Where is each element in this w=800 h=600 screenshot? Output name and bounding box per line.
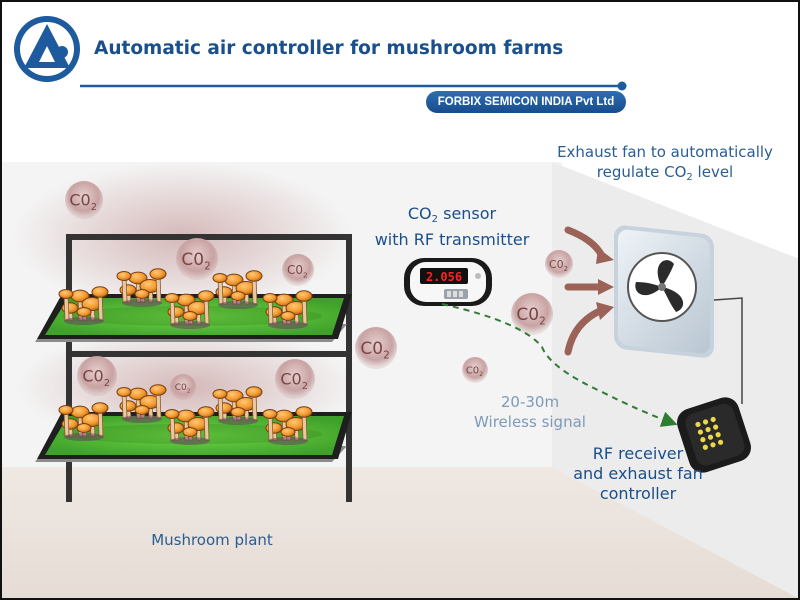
header-underline-dot xyxy=(617,81,627,91)
distance-label: 20-30m xyxy=(500,393,560,411)
shelf-frame xyxy=(66,234,352,502)
wireless-signal-label: Wireless signal xyxy=(474,413,586,431)
mushroom-clusters xyxy=(58,268,313,445)
mushroom-cluster xyxy=(164,290,215,329)
co2-bubble-subscript: 2 xyxy=(204,262,210,273)
receiver-label-line3: controller xyxy=(599,484,677,503)
mushroom-cluster xyxy=(262,406,313,445)
co2-bubble-subscript: 2 xyxy=(479,371,483,378)
receiver-led xyxy=(715,432,721,438)
co2-bubble-subscript: 2 xyxy=(303,270,308,279)
mushroom-cluster xyxy=(58,286,109,325)
exhaust-fan-label: Exhaust fan to automatically regulate CO… xyxy=(542,142,788,188)
co2-bubble-label: C0 xyxy=(181,250,204,270)
company-name-badge: FORBIX SEMICON INDIA Pvt Ltd xyxy=(426,91,626,113)
co2-sensor-device xyxy=(404,258,492,306)
receiver-led xyxy=(695,421,701,428)
sensor-reading: 2.056 xyxy=(426,270,462,284)
receiver-label-line2: and exhaust fan xyxy=(573,464,703,483)
co2-bubble-label: C0 xyxy=(280,370,301,389)
co2-bubble-subscript: 2 xyxy=(91,202,97,213)
receiver-led xyxy=(697,429,704,435)
receiver-led xyxy=(705,426,711,433)
mushroom-cluster xyxy=(212,386,263,425)
receiver-led xyxy=(717,439,724,445)
co2-bubble-label: C0 xyxy=(549,258,564,271)
receiver-led xyxy=(700,437,706,443)
exhaust-fan-label-line2: regulate CO2 level xyxy=(596,163,734,183)
receiver-led xyxy=(713,424,719,430)
receiver-led xyxy=(702,419,709,425)
co2-bubble-label: C0 xyxy=(69,191,90,210)
sensor-label: CO2 sensor with RF transmitter xyxy=(352,204,552,250)
co2-bubble-label: C0 xyxy=(175,383,187,393)
co2-bubble-label: C0 xyxy=(82,367,103,386)
co2-bubble-subscript: 2 xyxy=(539,317,545,328)
airflow-arrows xyxy=(564,226,614,356)
wireless-signal-path xyxy=(441,303,678,427)
page-title: Automatic air controller for mushroom fa… xyxy=(94,38,564,59)
exhaust-fan-label-line1: Exhaust fan to automatically xyxy=(557,143,773,161)
co2-bubble-subscript: 2 xyxy=(302,381,308,392)
mushroom-cluster xyxy=(262,290,313,329)
fan-wire xyxy=(713,297,743,404)
mushroom-cluster xyxy=(116,268,167,307)
receiver-led xyxy=(707,434,714,440)
sensor-label-line2: with RF transmitter xyxy=(374,230,530,249)
mushroom-plant-label: Mushroom plant xyxy=(151,531,273,549)
co2-bubble-subscript: 2 xyxy=(187,389,190,395)
co2-bubble-label: C0 xyxy=(287,263,303,277)
receiver-label-line1: RF receiver xyxy=(592,444,684,463)
sensor-label-line1: CO2 sensor xyxy=(407,204,497,225)
co2-bubble-subscript: 2 xyxy=(104,378,110,389)
airflow-arrow-bottom xyxy=(564,306,606,356)
co2-bubble-label: C0 xyxy=(360,339,383,359)
mushroom-cluster xyxy=(116,384,167,423)
floor xyxy=(2,467,798,598)
receiver-led xyxy=(702,444,708,450)
mushroom-cluster xyxy=(58,402,109,441)
right-wall xyxy=(552,162,798,598)
exhaust-fan xyxy=(614,225,714,358)
co2-bubble-subscript: 2 xyxy=(564,265,568,273)
co2-bubble-label: C0 xyxy=(516,305,539,325)
mushroom-cluster xyxy=(164,406,215,445)
receiver-led xyxy=(710,416,716,423)
mushroom-cluster xyxy=(212,270,263,309)
rf-receiver-device xyxy=(677,397,751,473)
co2-bubble-label: C0 xyxy=(466,366,479,377)
co2-bubble-subscript: 2 xyxy=(383,351,389,362)
company-logo xyxy=(14,16,80,82)
receiver-led xyxy=(710,442,716,448)
receiver-label: RF receiver and exhaust fan controller xyxy=(558,444,718,504)
wireless-label: 20-30m Wireless signal xyxy=(462,392,598,432)
